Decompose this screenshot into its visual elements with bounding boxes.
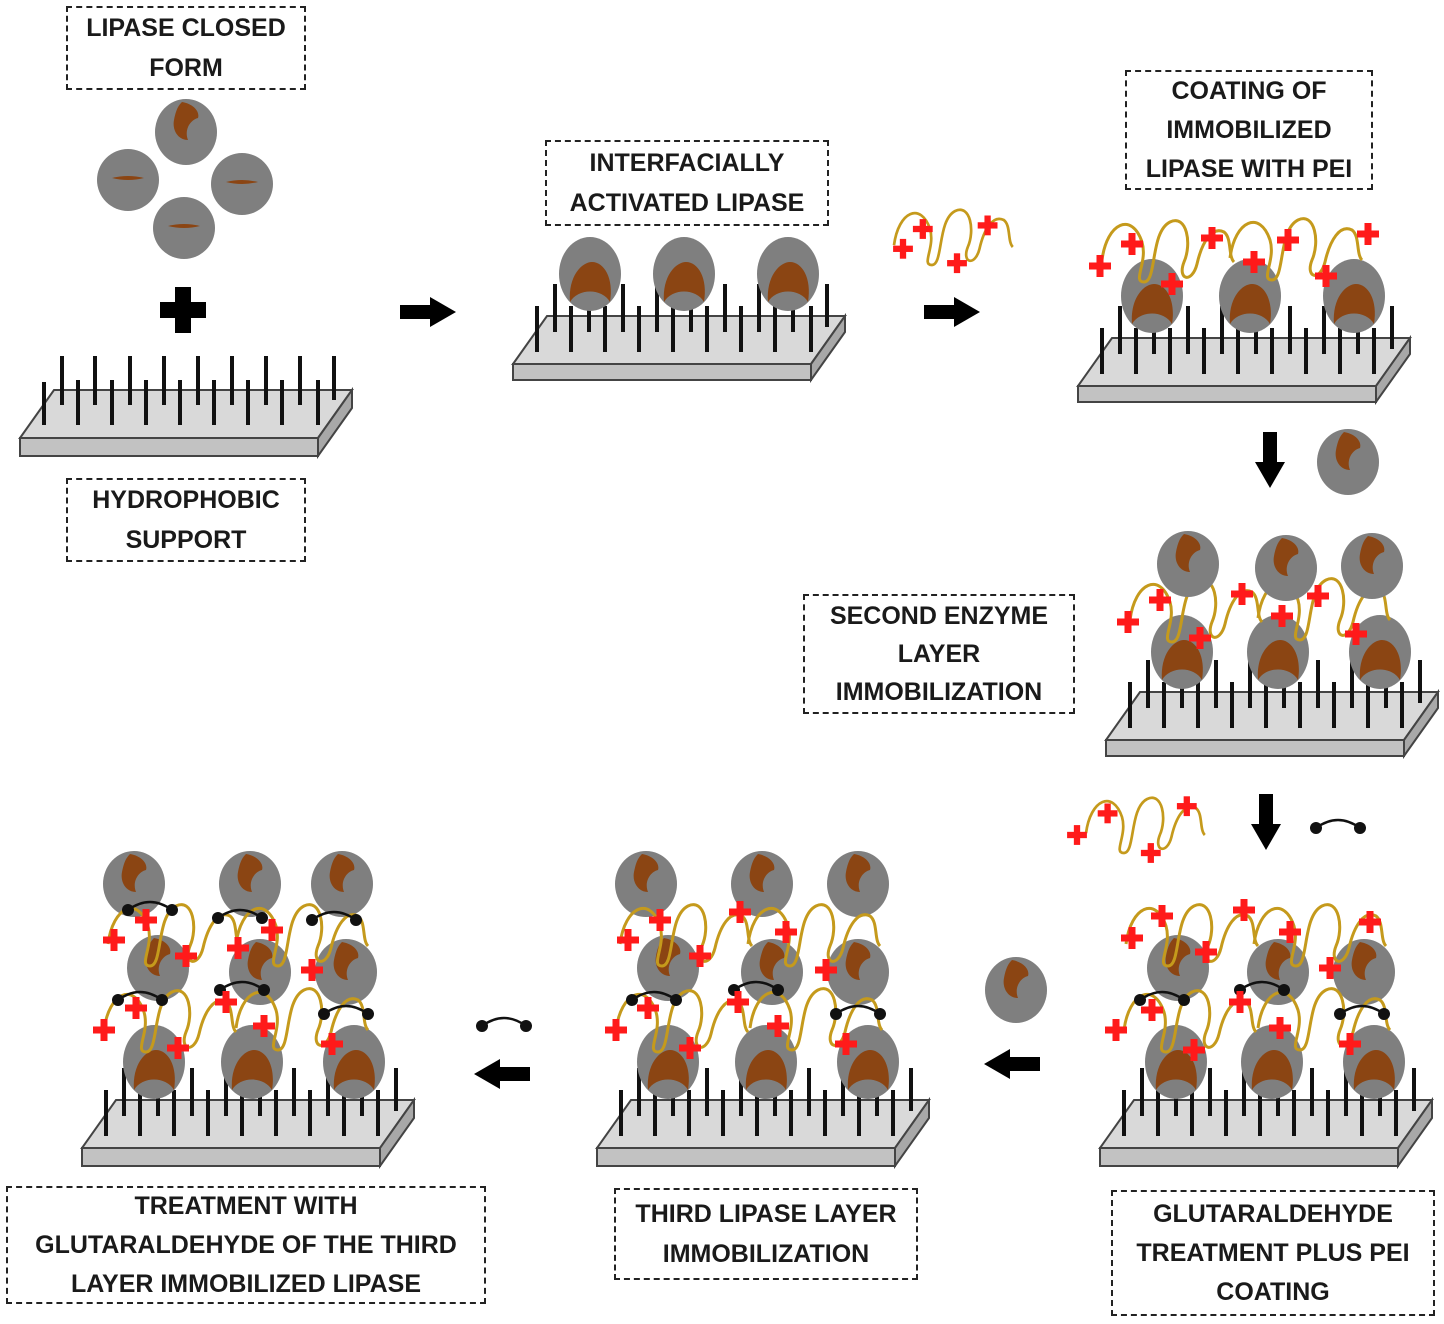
open-lipase-icon xyxy=(155,99,217,165)
pei-coated-lipases xyxy=(1089,217,1385,333)
glutaraldehyde-icon xyxy=(474,1016,534,1034)
arrow-left-icon xyxy=(474,1059,530,1089)
closed-lipase-group xyxy=(97,99,273,259)
support-step6 xyxy=(595,1068,931,1170)
label-lipase-closed-form: LIPASE CLOSED FORM xyxy=(66,6,306,90)
support-step2 xyxy=(511,284,847,384)
label-coating-with-pei: COATING OF IMMOBILIZED LIPASE WITH PEI xyxy=(1125,70,1373,190)
arrow-down-icon xyxy=(1251,794,1281,850)
closed-lipase-icon xyxy=(153,197,215,259)
open-lipase-icon xyxy=(1317,429,1379,495)
open-lipase-icon xyxy=(653,237,715,311)
plus-icon xyxy=(160,287,206,333)
support-step4 xyxy=(1104,660,1440,760)
label-final-glutaraldehyde-treatment: TREATMENT WITH GLUTARALDEHYDE OF THE THI… xyxy=(6,1186,486,1304)
second-layer-lipases xyxy=(1117,531,1411,689)
support-step5 xyxy=(1098,1068,1434,1170)
label-second-enzyme-layer: SECOND ENZYME LAYER IMMOBILIZATION xyxy=(803,594,1075,714)
closed-lipase-icon xyxy=(211,153,273,215)
pei-polymer-icon xyxy=(892,208,1015,274)
arrow-right-icon xyxy=(924,297,980,327)
open-lipase-icon xyxy=(985,957,1047,1023)
open-lipase-icon xyxy=(757,237,819,311)
step7-assembly xyxy=(93,851,385,1099)
label-hydrophobic-support: HYDROPHOBIC SUPPORT xyxy=(66,478,306,562)
activated-lipases xyxy=(559,237,819,311)
label-interfacially-activated-lipase: INTERFACIALLY ACTIVATED LIPASE xyxy=(545,140,829,226)
hydrophobic-support-icon xyxy=(18,356,354,460)
arrow-right-icon xyxy=(400,297,456,327)
label-third-lipase-layer: THIRD LIPASE LAYER IMMOBILIZATION xyxy=(614,1188,918,1280)
step6-assembly xyxy=(605,851,899,1099)
pei-polymer-icon xyxy=(1067,796,1207,863)
closed-lipase-icon xyxy=(97,149,159,211)
label-glutaraldehyde-plus-pei: GLUTARALDEHYDE TREATMENT PLUS PEI COATIN… xyxy=(1111,1190,1435,1316)
open-lipase-icon xyxy=(559,237,621,311)
glutaraldehyde-icon xyxy=(1308,818,1368,836)
step5-assembly xyxy=(1105,899,1405,1099)
arrow-left-icon xyxy=(984,1049,1040,1079)
arrow-down-icon xyxy=(1255,432,1285,488)
